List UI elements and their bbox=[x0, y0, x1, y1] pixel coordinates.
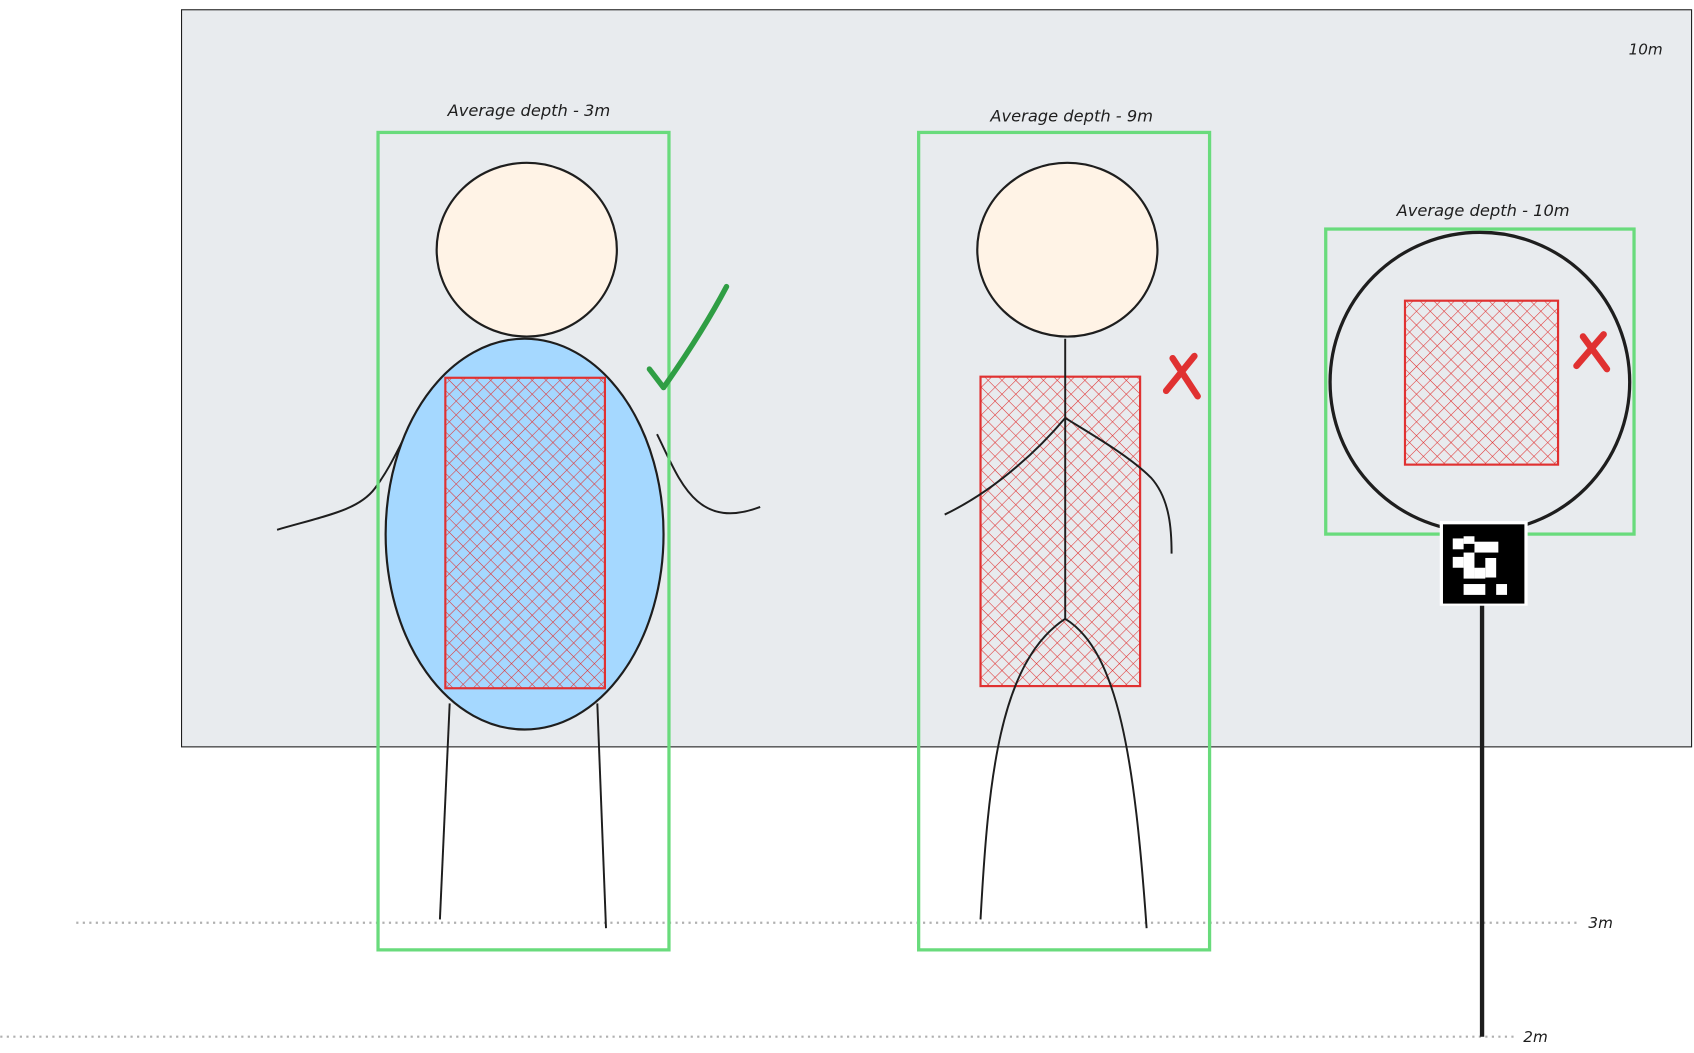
head bbox=[435, 161, 618, 338]
right-arm bbox=[656, 433, 761, 515]
guide-label-3m: 3m bbox=[1588, 914, 1612, 932]
right-leg bbox=[596, 703, 607, 929]
head bbox=[976, 161, 1159, 338]
sample-region bbox=[979, 375, 1142, 688]
aruco-marker-icon bbox=[1439, 521, 1528, 606]
person-near bbox=[276, 161, 761, 929]
guide-label-2m: 2m bbox=[1523, 1028, 1547, 1046]
depth-label-3: Average depth - 10m bbox=[1396, 201, 1570, 220]
check-icon bbox=[646, 283, 730, 391]
sample-region bbox=[1403, 299, 1560, 466]
sign bbox=[1328, 230, 1632, 1037]
depth-label-1: Average depth - 3m bbox=[447, 101, 611, 120]
sample-region bbox=[444, 376, 607, 690]
bounding-box-2 bbox=[917, 130, 1212, 952]
x-icon bbox=[1162, 352, 1201, 400]
left-leg bbox=[438, 703, 451, 920]
person-far bbox=[944, 161, 1173, 929]
background-depth-label: 10m bbox=[1629, 40, 1663, 58]
legs bbox=[979, 617, 1148, 929]
arms bbox=[944, 416, 1173, 554]
bounding-box-1 bbox=[376, 130, 671, 952]
depth-label-2: Average depth - 9m bbox=[989, 107, 1153, 126]
x-icon bbox=[1573, 331, 1611, 373]
